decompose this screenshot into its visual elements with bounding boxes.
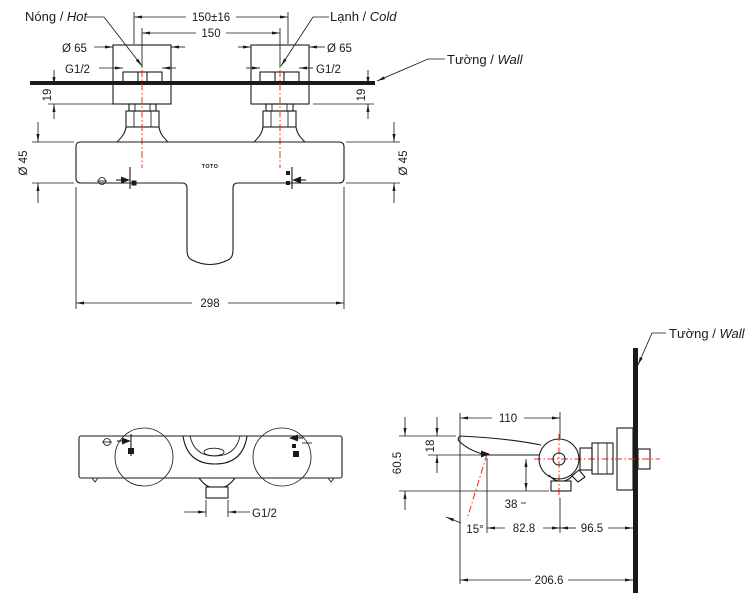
label-cold: Lạnh / Cold [280, 9, 397, 67]
svg-text:Tường / Wall: Tường / Wall [447, 52, 524, 67]
side-valve [538, 438, 614, 492]
dim-axis-to-wall: 96.5 [560, 523, 633, 535]
dim-body-diameter-left: Ø 45 [18, 122, 74, 203]
svg-text:Ø 45: Ø 45 [398, 151, 410, 176]
dim-body-width: 298 [75, 187, 345, 310]
dim-escutcheon-left: Ø 65 [62, 43, 185, 55]
label-hot: Nóng / Hot [25, 9, 143, 67]
dim-overall-depth: 206.6 [460, 575, 633, 587]
svg-text:Ø 65: Ø 65 [327, 43, 352, 55]
plan-outlet [198, 477, 236, 499]
faucet-body [75, 141, 345, 266]
dim-reach-to-axis: 82.8 [486, 458, 561, 535]
front-right-marker [286, 167, 306, 189]
side-spout [457, 435, 542, 458]
plan-right-marker [289, 434, 312, 457]
dim-overall-height: 60.5 [392, 417, 549, 510]
svg-text:Ø 65: Ø 65 [62, 43, 87, 55]
svg-text:Nóng / Hot: Nóng / Hot [25, 9, 89, 24]
dim-spout-reach: 110 [459, 412, 561, 584]
svg-text:19: 19 [356, 89, 368, 102]
left-knob [114, 427, 174, 487]
plan-left-marker [102, 434, 134, 456]
front-left-marker [97, 167, 137, 189]
dim-wall-offset-left: 19 [42, 70, 114, 119]
dim-spacing-tolerance: 150±16 [133, 12, 289, 44]
dim-body-diameter-right: Ø 45 [346, 122, 410, 203]
svg-text:82.8: 82.8 [513, 523, 535, 535]
svg-text:96.5: 96.5 [581, 523, 603, 535]
dim-spout-angle: 15° [445, 516, 484, 536]
svg-text:Lạnh / Cold: Lạnh / Cold [330, 9, 397, 24]
svg-text:G1/2: G1/2 [252, 508, 277, 520]
notch-right [327, 477, 335, 483]
svg-text:110: 110 [499, 413, 517, 425]
label-wall-side: Tường / Wall [637, 326, 746, 366]
svg-text:150: 150 [201, 28, 220, 40]
dim-thread-left: G1/2 [65, 64, 176, 76]
side-view: 110 18 60.5 38 15° [392, 326, 746, 593]
svg-text:Ø 45: Ø 45 [18, 151, 30, 176]
label-wall-front: Tường / Wall [376, 52, 524, 82]
right-knob [252, 427, 312, 487]
dim-escutcheon-right: Ø 65 [238, 43, 352, 55]
dim-outlet-drop: 38 [505, 459, 528, 511]
svg-text:18: 18 [425, 440, 437, 453]
svg-text:G1/2: G1/2 [316, 64, 341, 76]
svg-text:G1/2: G1/2 [65, 64, 90, 76]
notch-left [91, 477, 99, 483]
dim-hole-spacing: 150 [141, 28, 281, 68]
front-view: TOTO 150±16 [18, 9, 524, 310]
svg-text:298: 298 [200, 298, 219, 310]
dim-thread-right: G1/2 [246, 64, 341, 76]
dim-outlet-thread: G1/2 [184, 500, 277, 520]
dim-wall-offset-right: 19 [313, 70, 374, 119]
dim-spout-tip-height: 18 [399, 417, 482, 473]
plan-view: G1/2 [78, 427, 343, 520]
plan-spout [182, 435, 248, 465]
svg-text:60.5: 60.5 [392, 452, 404, 474]
brand-logo: TOTO [202, 164, 219, 170]
svg-text:38: 38 [505, 499, 518, 511]
svg-text:150±16: 150±16 [192, 12, 230, 24]
svg-text:206.6: 206.6 [535, 575, 564, 587]
svg-text:19: 19 [42, 89, 54, 102]
svg-text:15°: 15° [466, 524, 483, 536]
wall-line [30, 81, 375, 85]
plan-body [78, 435, 343, 479]
spout-angle-line [466, 453, 488, 520]
wall-line-side [633, 348, 638, 593]
svg-text:Tường / Wall: Tường / Wall [669, 326, 746, 341]
